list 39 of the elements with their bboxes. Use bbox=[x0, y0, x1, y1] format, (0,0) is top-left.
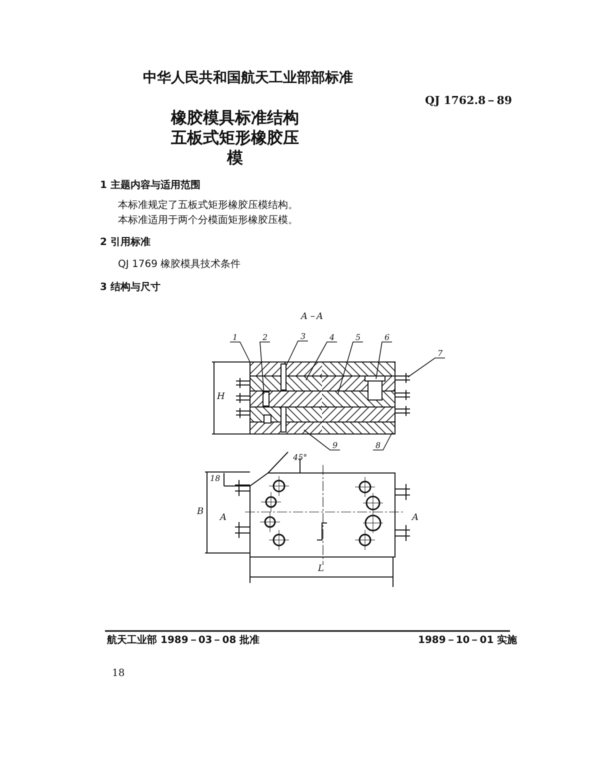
callout-number: 9 bbox=[330, 441, 340, 450]
section-heading: 1 主题内容与适用范围 bbox=[100, 180, 200, 192]
section-heading: 3 结构与尺寸 bbox=[100, 282, 160, 294]
implementation-date: 1989－10－01 实施 bbox=[418, 635, 518, 646]
page-number: 18 bbox=[112, 668, 125, 680]
leader-line bbox=[306, 342, 338, 380]
leader-line bbox=[338, 342, 364, 394]
document-title: 橡胶模具标准结构五板式矩形橡胶压模 bbox=[170, 108, 300, 168]
leader-line bbox=[376, 342, 392, 380]
callout-number: 8 bbox=[373, 441, 383, 450]
dimension-label: H bbox=[217, 392, 225, 402]
callout-number: 6 bbox=[382, 333, 392, 342]
callout-number: 3 bbox=[298, 332, 308, 342]
callout-number: 7 bbox=[435, 349, 445, 358]
leader-line bbox=[304, 430, 340, 450]
body-text: 本标准规定了五板式矩形橡胶压模结构。 bbox=[118, 200, 298, 212]
leader-line bbox=[230, 342, 250, 362]
standard-heading: 中华人民共和国航天工业部部标准 bbox=[143, 70, 353, 86]
leader-line bbox=[372, 432, 392, 450]
section-view-drawing bbox=[236, 362, 410, 434]
section-marker: A bbox=[412, 513, 418, 524]
callout-number: 4 bbox=[327, 333, 337, 342]
standard-number: QJ 1762.8－89 bbox=[425, 95, 512, 108]
approval-date: 航天工业部 1989－03－08 批准 bbox=[107, 635, 260, 646]
callout-number: 2 bbox=[260, 333, 270, 342]
leader-line bbox=[408, 358, 446, 378]
body-text: 本标准适用于两个分模面矩形橡胶压模。 bbox=[118, 215, 298, 226]
dimension-label: 18 bbox=[210, 474, 220, 484]
section-label: A－A bbox=[301, 312, 323, 322]
section-heading: 2 引用标准 bbox=[100, 237, 150, 248]
reference-text: QJ 1769 橡胶模具技术条件 bbox=[118, 259, 241, 270]
leader-line bbox=[260, 342, 270, 394]
dimension-label: B bbox=[197, 507, 204, 518]
callout-number: 5 bbox=[353, 333, 363, 342]
leader-line bbox=[286, 340, 308, 366]
dimension-label: 45° bbox=[293, 453, 308, 462]
dimension-label: L bbox=[318, 564, 324, 574]
callout-number: 1 bbox=[230, 333, 240, 342]
section-marker: A bbox=[220, 513, 226, 524]
